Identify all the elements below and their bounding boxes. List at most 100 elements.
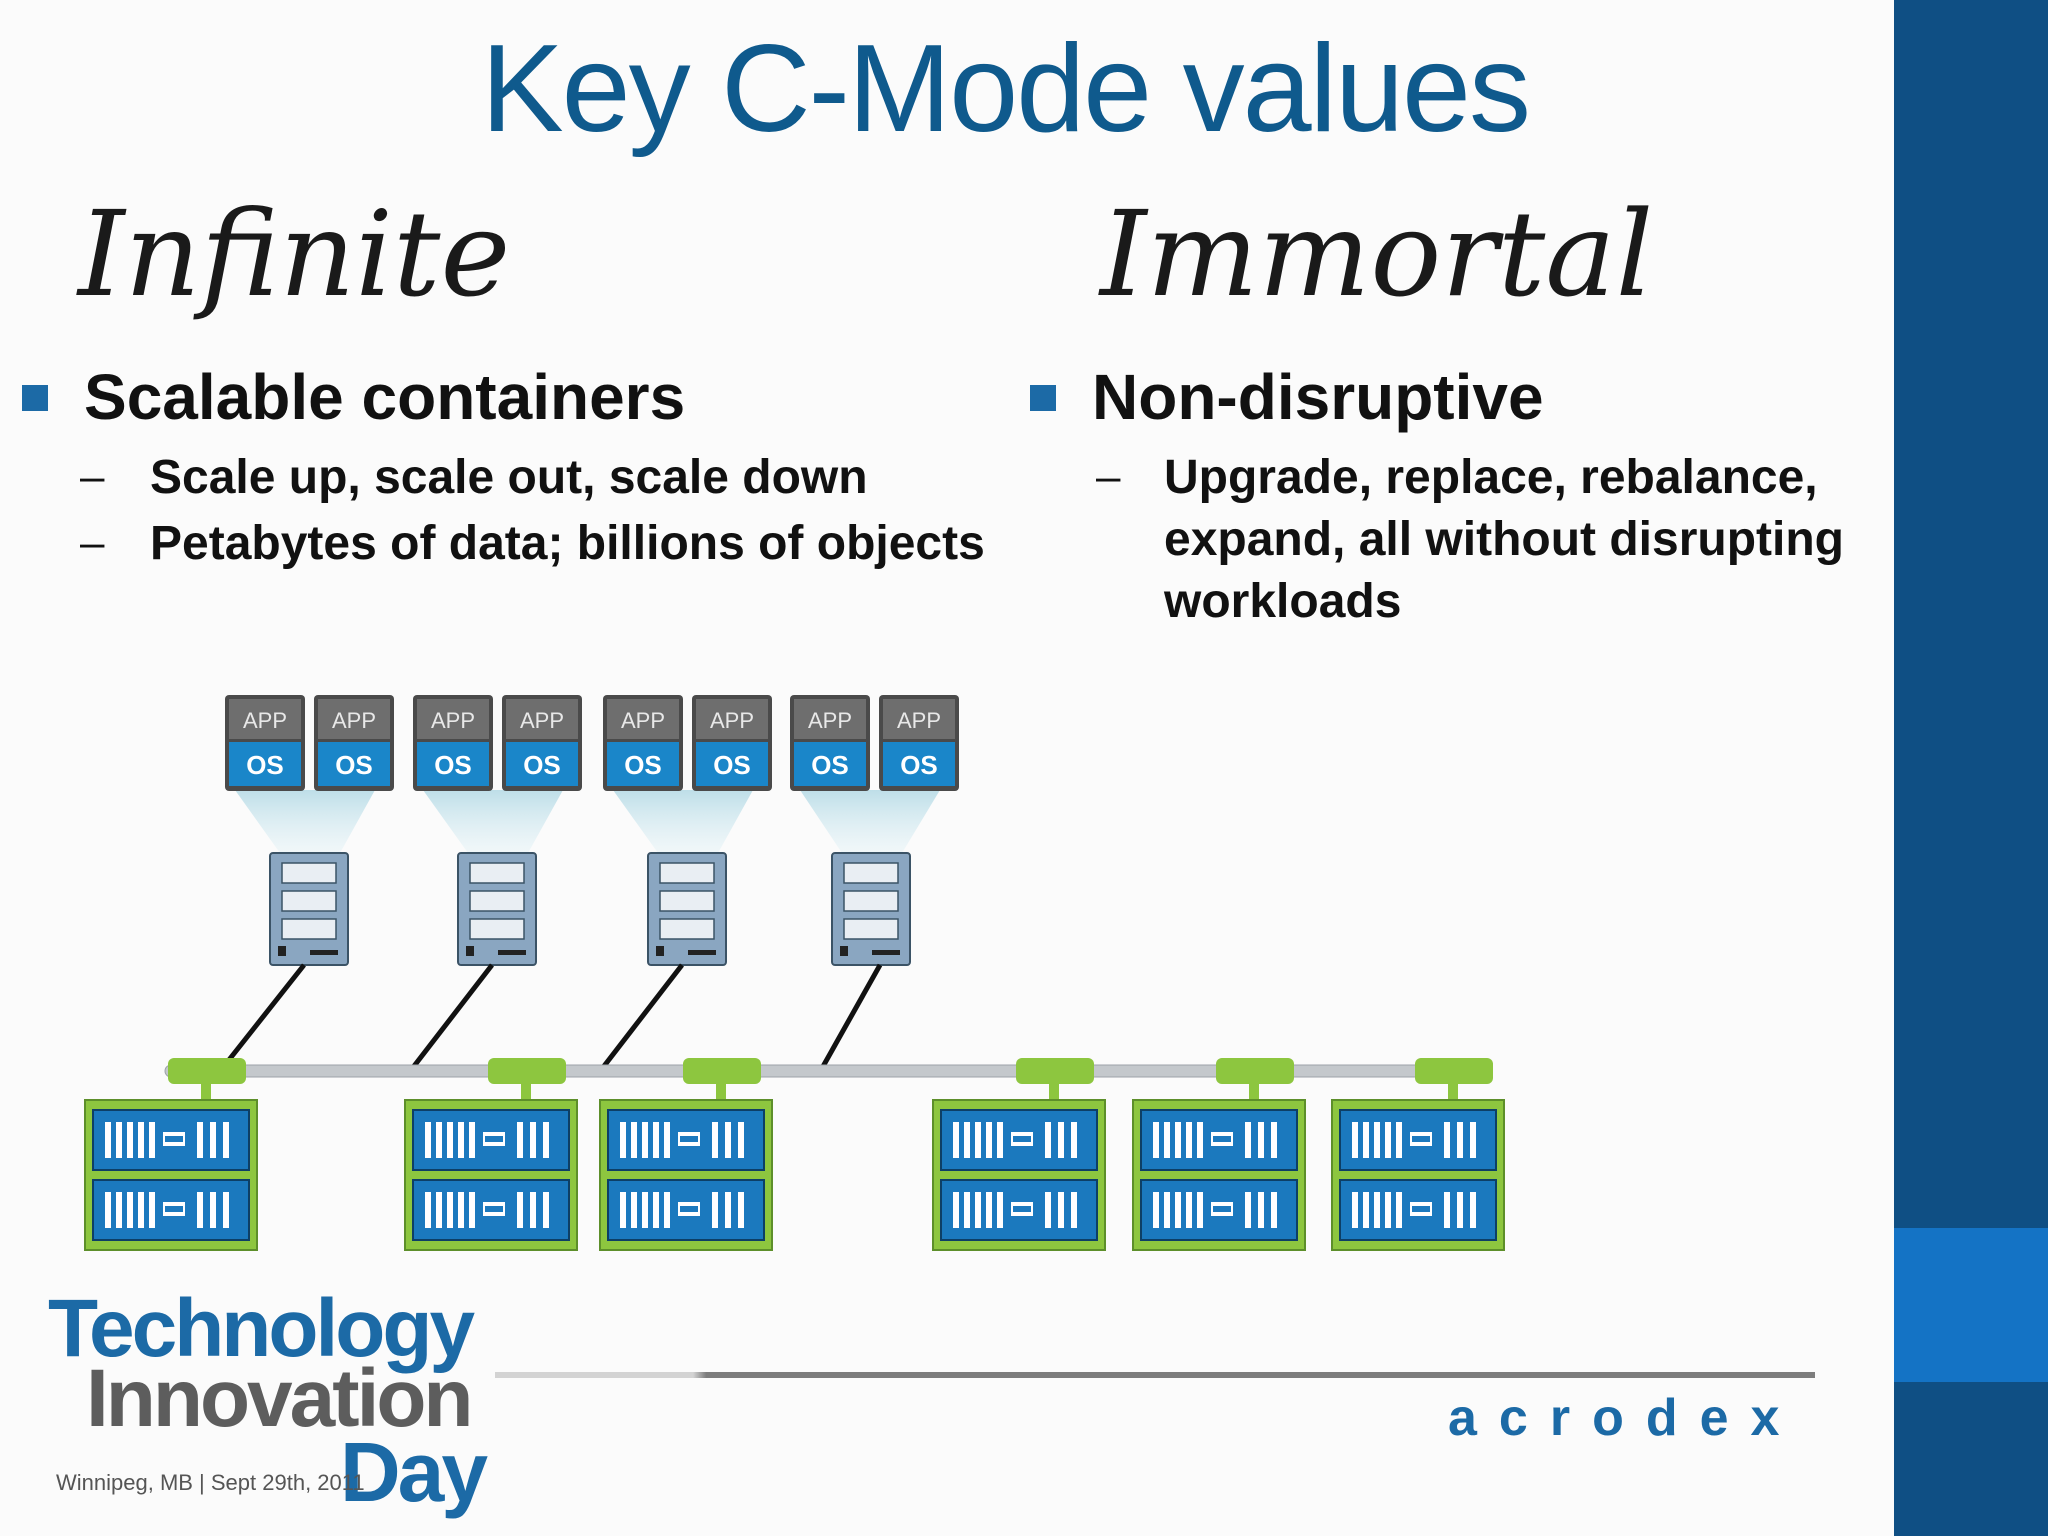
storage-disk bbox=[1396, 1192, 1402, 1228]
storage-disk bbox=[1197, 1122, 1203, 1158]
host-slot bbox=[498, 950, 526, 955]
host-bay bbox=[469, 918, 525, 940]
host-bay bbox=[281, 918, 337, 940]
storage-disk bbox=[620, 1192, 626, 1228]
vm-os-label: OS bbox=[523, 750, 561, 780]
storage-disk bbox=[1457, 1122, 1463, 1158]
storage-display-led bbox=[1412, 1206, 1430, 1212]
projection-beam bbox=[235, 790, 375, 853]
storage-disk bbox=[725, 1122, 731, 1158]
host-bay bbox=[659, 890, 715, 912]
storage-disk bbox=[1363, 1122, 1369, 1158]
vm-app-label: APP bbox=[897, 708, 941, 733]
storage-disk bbox=[530, 1122, 536, 1158]
immortal-script: Immortal bbox=[1100, 185, 1654, 323]
storage-display-led bbox=[680, 1206, 698, 1212]
dash-icon: – bbox=[1096, 452, 1121, 501]
vm-os-label: OS bbox=[811, 750, 849, 780]
storage-disk bbox=[1153, 1122, 1159, 1158]
network-switch-port bbox=[1016, 1058, 1094, 1084]
storage-disk bbox=[712, 1192, 718, 1228]
vm-os-tile bbox=[794, 742, 866, 786]
storage-display-led bbox=[165, 1206, 183, 1212]
storage-display-led bbox=[1013, 1206, 1031, 1212]
storage-disk bbox=[138, 1192, 144, 1228]
host-led bbox=[278, 946, 286, 956]
host-slot bbox=[872, 950, 900, 955]
storage-disk bbox=[712, 1122, 718, 1158]
storage-disk bbox=[664, 1192, 670, 1228]
storage-display-led bbox=[485, 1136, 503, 1142]
event-title-innovation: Innovation bbox=[86, 1353, 474, 1444]
bullet-square-icon bbox=[22, 385, 48, 411]
vm-os-tile bbox=[607, 742, 679, 786]
vm-app-label: APP bbox=[243, 708, 287, 733]
vm-app-label: APP bbox=[431, 708, 475, 733]
host-server-icon bbox=[457, 852, 537, 966]
slide-title: Key C-Mode values bbox=[480, 20, 1531, 158]
storage-disk bbox=[964, 1192, 970, 1228]
vm-os-label: OS bbox=[900, 750, 938, 780]
storage-disk bbox=[223, 1192, 229, 1228]
storage-disk bbox=[1186, 1192, 1192, 1228]
vm-app-tile bbox=[417, 699, 489, 739]
vm-os-label: OS bbox=[434, 750, 472, 780]
vm-app-tile bbox=[696, 699, 768, 739]
vm-app-tile bbox=[506, 699, 578, 739]
storage-controller-icon bbox=[404, 1099, 578, 1251]
sub-scale: Scale up, scale out, scale down bbox=[150, 451, 868, 504]
storage-disk bbox=[1071, 1192, 1077, 1228]
event-title-technology: Technology bbox=[48, 1283, 475, 1374]
vm-icon: APP OS bbox=[879, 695, 959, 791]
storage-disk bbox=[425, 1192, 431, 1228]
storage-display-led bbox=[485, 1206, 503, 1212]
storage-disk bbox=[1071, 1122, 1077, 1158]
network-switch-port bbox=[683, 1058, 761, 1084]
side-panel bbox=[1894, 0, 2048, 1228]
network-switch-port bbox=[1415, 1058, 1493, 1084]
network-layer bbox=[164, 963, 1493, 1104]
storage-disk bbox=[469, 1192, 475, 1228]
slide: Key C-Mode values Infinite Immortal Scal… bbox=[22, 20, 1844, 1519]
storage-disk bbox=[458, 1192, 464, 1228]
storage-disk bbox=[1363, 1192, 1369, 1228]
storage-disk bbox=[997, 1192, 1003, 1228]
storage-disk bbox=[425, 1122, 431, 1158]
host-bay bbox=[843, 918, 899, 940]
storage-disk bbox=[1164, 1122, 1170, 1158]
storage-disk bbox=[127, 1122, 133, 1158]
storage-disk bbox=[149, 1192, 155, 1228]
host-server-icon bbox=[269, 852, 349, 966]
host-bay bbox=[659, 862, 715, 884]
network-switch-port bbox=[1216, 1058, 1294, 1084]
storage-disk bbox=[653, 1192, 659, 1228]
vm-app-tile bbox=[607, 699, 679, 739]
vm-os-tile bbox=[883, 742, 955, 786]
host-slot bbox=[688, 950, 716, 955]
storage-disk bbox=[105, 1122, 111, 1158]
storage-controller-icon bbox=[84, 1099, 258, 1251]
storage-disk bbox=[1385, 1122, 1391, 1158]
infinite-script: Infinite bbox=[78, 185, 511, 323]
storage-controller-icon bbox=[1331, 1099, 1505, 1251]
storage-disk bbox=[1197, 1192, 1203, 1228]
storage-disk bbox=[517, 1192, 523, 1228]
storage-disk bbox=[1186, 1122, 1192, 1158]
host-bay bbox=[659, 918, 715, 940]
vm-app-tile bbox=[794, 699, 866, 739]
host-server-icon bbox=[831, 852, 911, 966]
storage-disk bbox=[1271, 1122, 1277, 1158]
vm-app-label: APP bbox=[710, 708, 754, 733]
storage-disk bbox=[1444, 1192, 1450, 1228]
footer-rule bbox=[495, 1372, 1815, 1378]
storage-disk bbox=[116, 1122, 122, 1158]
vm-icon: APP OS bbox=[413, 695, 493, 791]
storage-disk bbox=[127, 1192, 133, 1228]
storage-disk bbox=[725, 1192, 731, 1228]
storage-disk bbox=[1245, 1122, 1251, 1158]
network-port-stem bbox=[716, 1084, 726, 1104]
storage-disk bbox=[447, 1122, 453, 1158]
